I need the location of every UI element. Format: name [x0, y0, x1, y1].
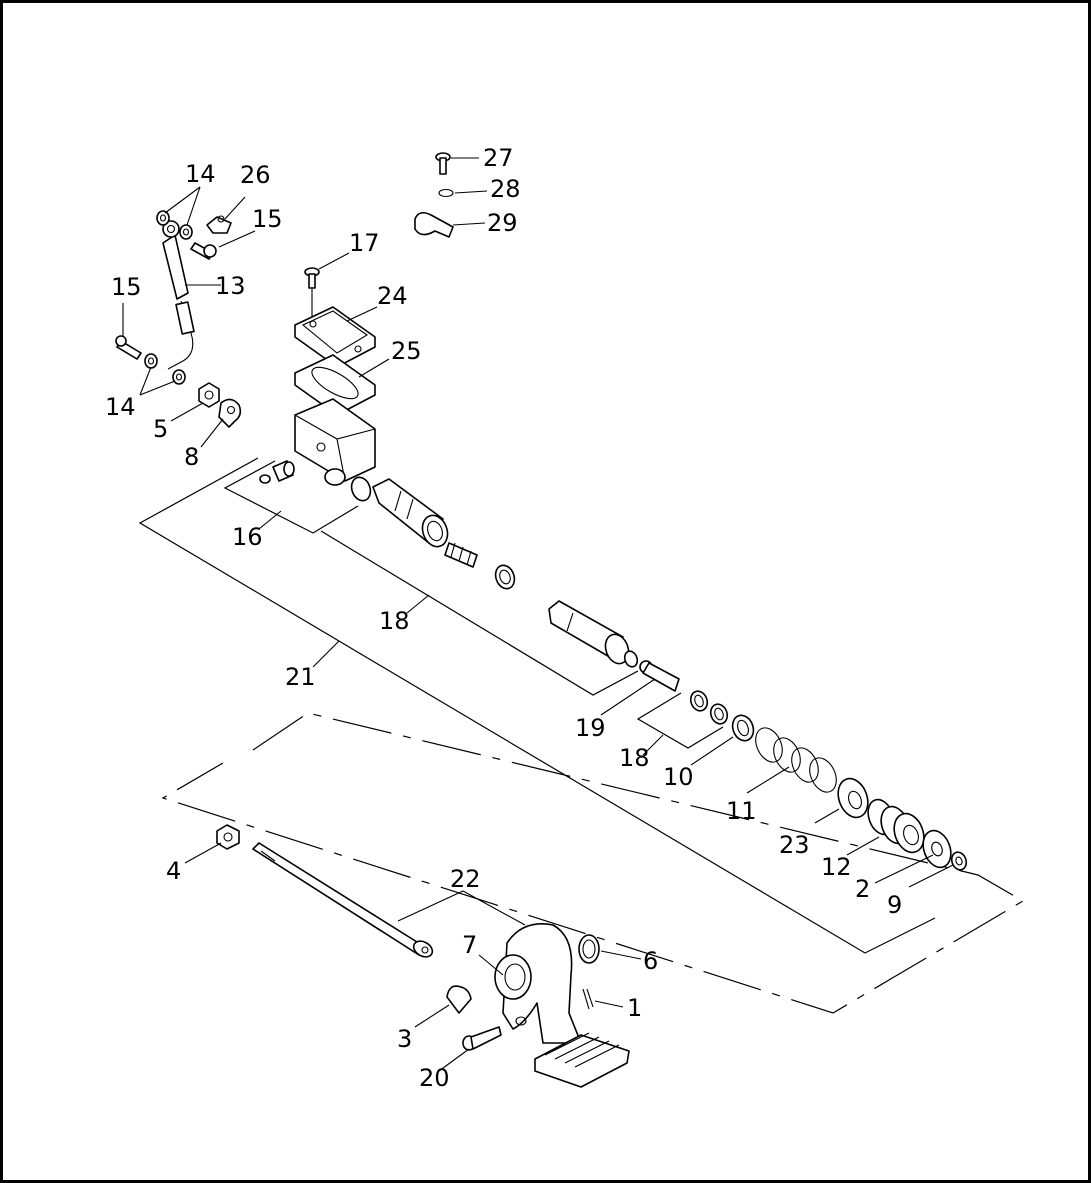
boot-washer: [922, 829, 952, 869]
line-clamp: [414, 211, 454, 238]
inlet-fitting: [259, 460, 295, 484]
callout-10: 10: [663, 763, 694, 791]
banjo-bolt-top: [190, 242, 217, 260]
exploded-parts-diagram: 1 2 3 4 5 6 7 8 9 10 11 12 13 14 14 15 1…: [105, 144, 1025, 1092]
callout-19: 19: [575, 714, 606, 742]
screw-top: [435, 152, 451, 175]
callout-13: 13: [215, 272, 246, 300]
callout-8: 8: [184, 443, 199, 471]
callout-14-top: 14: [185, 160, 216, 188]
callout-6: 6: [643, 947, 658, 975]
spring-cup: [837, 777, 869, 819]
reservoir-gasket: [294, 354, 376, 416]
push-rod-short: [639, 660, 680, 692]
small-seal: [623, 650, 639, 668]
callout-16: 16: [232, 523, 263, 551]
callout-1: 1: [627, 994, 642, 1022]
bracket-assembly-21: [138, 457, 936, 954]
retaining-ring: [731, 714, 755, 742]
washer-group-top: [156, 210, 193, 240]
lock-plate: [218, 398, 242, 428]
banjo-bolt-left: [115, 335, 142, 360]
callout-14-bottom: 14: [105, 393, 136, 421]
jam-nut-end: [950, 851, 968, 871]
callout-29: 29: [487, 209, 518, 237]
secondary-piston: [548, 600, 630, 665]
callout-9: 9: [887, 891, 902, 919]
hex-nut-lower: [216, 824, 240, 850]
callout-20: 20: [419, 1064, 450, 1092]
o-ring: [350, 476, 372, 502]
retaining-ring-pair: [689, 690, 729, 725]
washer-group-bottom: [144, 353, 186, 385]
callout-2: 2: [855, 875, 870, 903]
lock-washer: [438, 188, 454, 198]
callout-28: 28: [490, 175, 521, 203]
callout-24: 24: [377, 282, 408, 310]
callout-11: 11: [726, 797, 757, 825]
piston-seal: [494, 564, 516, 590]
brake-pedal: [494, 923, 630, 1088]
return-spring: [755, 727, 837, 793]
rubber-boot: [867, 798, 925, 854]
bracket-assembly-18-upper: [320, 530, 639, 696]
bracket-assembly-16: [223, 460, 359, 534]
callout-3: 3: [397, 1025, 412, 1053]
primary-piston: [372, 478, 449, 548]
clevis-clip: [446, 985, 472, 1014]
callout-23: 23: [779, 831, 810, 859]
callout-25: 25: [391, 337, 422, 365]
bleeder-valve: [206, 215, 232, 234]
callout-5: 5: [153, 415, 168, 443]
callout-labels: 1 2 3 4 5 6 7 8 9 10 11 12 13 14 14 15 1…: [105, 144, 902, 1092]
callout-4: 4: [166, 857, 181, 885]
cotter-pin: [582, 988, 594, 1010]
callout-12: 12: [821, 853, 852, 881]
brake-line: [162, 220, 195, 370]
callout-15-left: 15: [111, 273, 142, 301]
callout-7: 7: [462, 931, 477, 959]
bracket-assembly-22-dashed: [161, 712, 1025, 1014]
callout-27: 27: [483, 144, 514, 172]
snap-ring-pedal: [578, 934, 600, 964]
callout-15-right: 15: [252, 205, 283, 233]
cover-screw: [304, 267, 320, 321]
bracket-assembly-18-lower: [636, 692, 724, 749]
leader-lines: [122, 157, 954, 1072]
reservoir-cover: [294, 306, 376, 368]
callout-17: 17: [349, 229, 380, 257]
callout-18-lower: 18: [619, 744, 650, 772]
callout-21: 21: [285, 663, 316, 691]
piston-spring-short: [444, 542, 478, 568]
hex-nut-upper: [198, 382, 220, 408]
callout-18-upper: 18: [379, 607, 410, 635]
callout-22: 22: [450, 865, 481, 893]
push-rod: [252, 842, 434, 958]
callout-26: 26: [240, 161, 271, 189]
clevis-pin: [462, 1026, 502, 1051]
master-cylinder-body: [294, 398, 376, 486]
